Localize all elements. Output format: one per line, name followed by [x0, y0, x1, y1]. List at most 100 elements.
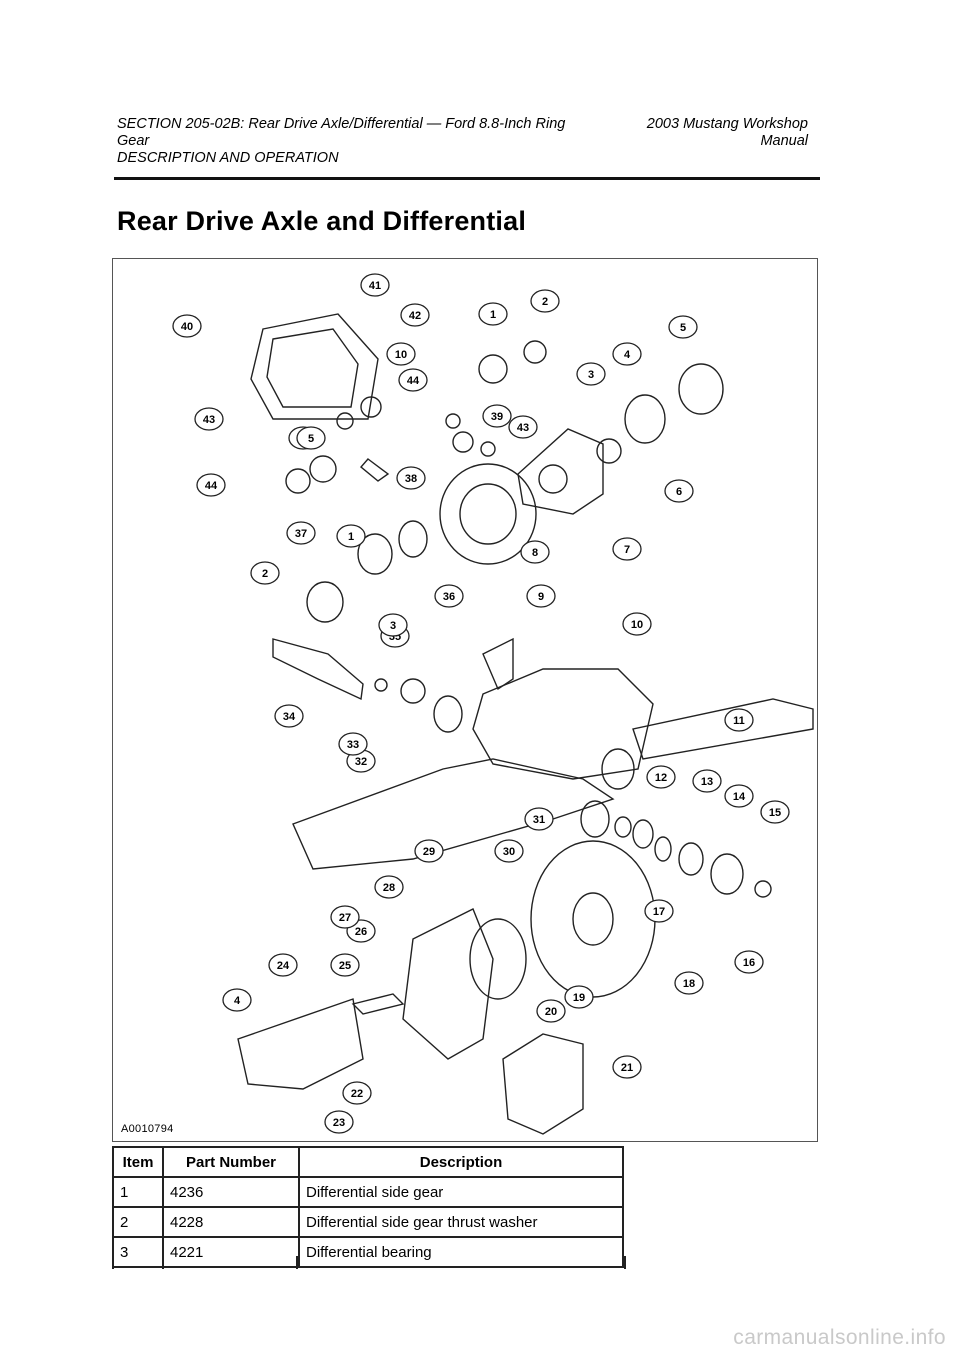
- callout-number: 10: [395, 349, 407, 361]
- callout-number: 29: [423, 846, 435, 858]
- callout-bubble: [324, 1110, 354, 1134]
- callout-number: 4: [624, 349, 631, 361]
- callout-bubble: [196, 473, 226, 497]
- description-cell: Differential bearing: [298, 1237, 624, 1268]
- item-cell: 2: [112, 1207, 164, 1238]
- callout-number: 33: [347, 739, 359, 751]
- callout-number: 24: [277, 960, 290, 972]
- callout-number: 42: [409, 310, 421, 322]
- callout-number: 37: [295, 528, 307, 540]
- callout-number: 5: [680, 322, 686, 334]
- watermark: carmanualsonline.info: [733, 1326, 946, 1349]
- callout-number: 6: [676, 486, 682, 498]
- callout-number: 26: [355, 926, 367, 938]
- callout-number: 3: [588, 369, 594, 381]
- callout-bubble: [478, 302, 508, 326]
- figure-id: A0010794: [121, 1123, 174, 1135]
- callout-bubble: [330, 905, 360, 929]
- callout-number: 40: [181, 321, 193, 333]
- callout-number: 7: [624, 544, 630, 556]
- item-cell: 3: [112, 1237, 164, 1268]
- callout-bubble: [644, 899, 674, 923]
- table-continuation-line: [624, 1256, 626, 1269]
- callout-bubble: [664, 479, 694, 503]
- callout-number: 17: [653, 906, 665, 918]
- callout-bubble: [398, 368, 428, 392]
- callout-bubble: [724, 708, 754, 732]
- description-cell: Differential side gear: [298, 1177, 624, 1208]
- table-row: 1 4236 Differential side gear: [112, 1177, 624, 1208]
- callout-bubble: [576, 362, 606, 386]
- callout-number: 25: [339, 960, 351, 972]
- callout-number: 5: [308, 433, 314, 445]
- callout-bubble: [222, 988, 252, 1012]
- callout-bubble: [172, 314, 202, 338]
- callout-bubble: [526, 584, 556, 608]
- callout-bubble: [296, 426, 326, 450]
- callout-number: 2: [262, 568, 268, 580]
- callout-bubble: [494, 839, 524, 863]
- callout-number: 4: [234, 995, 241, 1007]
- callout-bubble: [378, 613, 408, 637]
- callout-bubble: [194, 407, 224, 431]
- callout-number: 21: [621, 1062, 633, 1074]
- part-number-cell: 4221: [162, 1237, 300, 1268]
- callout-number: 3: [390, 620, 396, 632]
- callout-bubble: [274, 704, 304, 728]
- callout-bubble: [482, 404, 512, 428]
- callout-number: 28: [383, 882, 395, 894]
- callout-bubble: [396, 466, 426, 490]
- callout-number: 44: [205, 480, 218, 492]
- callout-number: 12: [655, 772, 667, 784]
- callout-number: 15: [769, 807, 781, 819]
- callout-bubble: [530, 289, 560, 313]
- callout-number: 30: [503, 846, 515, 858]
- callout-number: 1: [348, 531, 354, 543]
- callout-bubble: [724, 784, 754, 808]
- part-number-cell: 4236: [162, 1177, 300, 1208]
- callout-bubble: [646, 765, 676, 789]
- header-description: Description: [298, 1146, 624, 1178]
- callout-number: 2: [542, 296, 548, 308]
- callout-bubble: [668, 315, 698, 339]
- callout-number: 36: [443, 591, 455, 603]
- table-row: 3 4221 Differential bearing: [112, 1237, 624, 1268]
- table-continuation-line: [162, 1256, 164, 1269]
- callout-bubble: [386, 342, 416, 366]
- callout-bubble: [674, 971, 704, 995]
- callout-number: 1: [490, 309, 496, 321]
- callout-bubble: [336, 524, 366, 548]
- callout-number: 14: [733, 791, 746, 803]
- callout-bubble: [622, 612, 652, 636]
- page-title: Rear Drive Axle and Differential: [117, 206, 527, 236]
- callout-number: 10: [631, 619, 643, 631]
- callout-number: 20: [545, 1006, 557, 1018]
- callout-number: 9: [538, 591, 544, 603]
- callout-number: 39: [491, 411, 503, 423]
- callout-bubble: [338, 732, 368, 756]
- header-item: Item: [112, 1146, 164, 1178]
- callout-number: 19: [573, 992, 585, 1004]
- table-header-row: Item Part Number Description: [112, 1146, 624, 1178]
- callout-bubble: [734, 950, 764, 974]
- callout-bubble: [360, 273, 390, 297]
- callout-number: 31: [533, 814, 545, 826]
- callout-bubble: [524, 807, 554, 831]
- callout-bubble: [612, 1055, 642, 1079]
- callout-number: 27: [339, 912, 351, 924]
- callout-bubble: [520, 540, 550, 564]
- description-cell: Differential side gear thrust washer: [298, 1207, 624, 1238]
- item-cell: 1: [112, 1177, 164, 1208]
- header-rule: [114, 177, 820, 180]
- callout-number: 11: [733, 715, 745, 727]
- header-category: DESCRIPTION AND OPERATION: [117, 150, 339, 166]
- callout-bubble: [342, 1081, 372, 1105]
- callout-number: 43: [517, 422, 529, 434]
- table-continuation-line: [296, 1256, 298, 1269]
- part-number-cell: 4228: [162, 1207, 300, 1238]
- callout-number: 32: [355, 756, 367, 768]
- callout-bubble: [564, 985, 594, 1009]
- callout-number: 38: [405, 473, 417, 485]
